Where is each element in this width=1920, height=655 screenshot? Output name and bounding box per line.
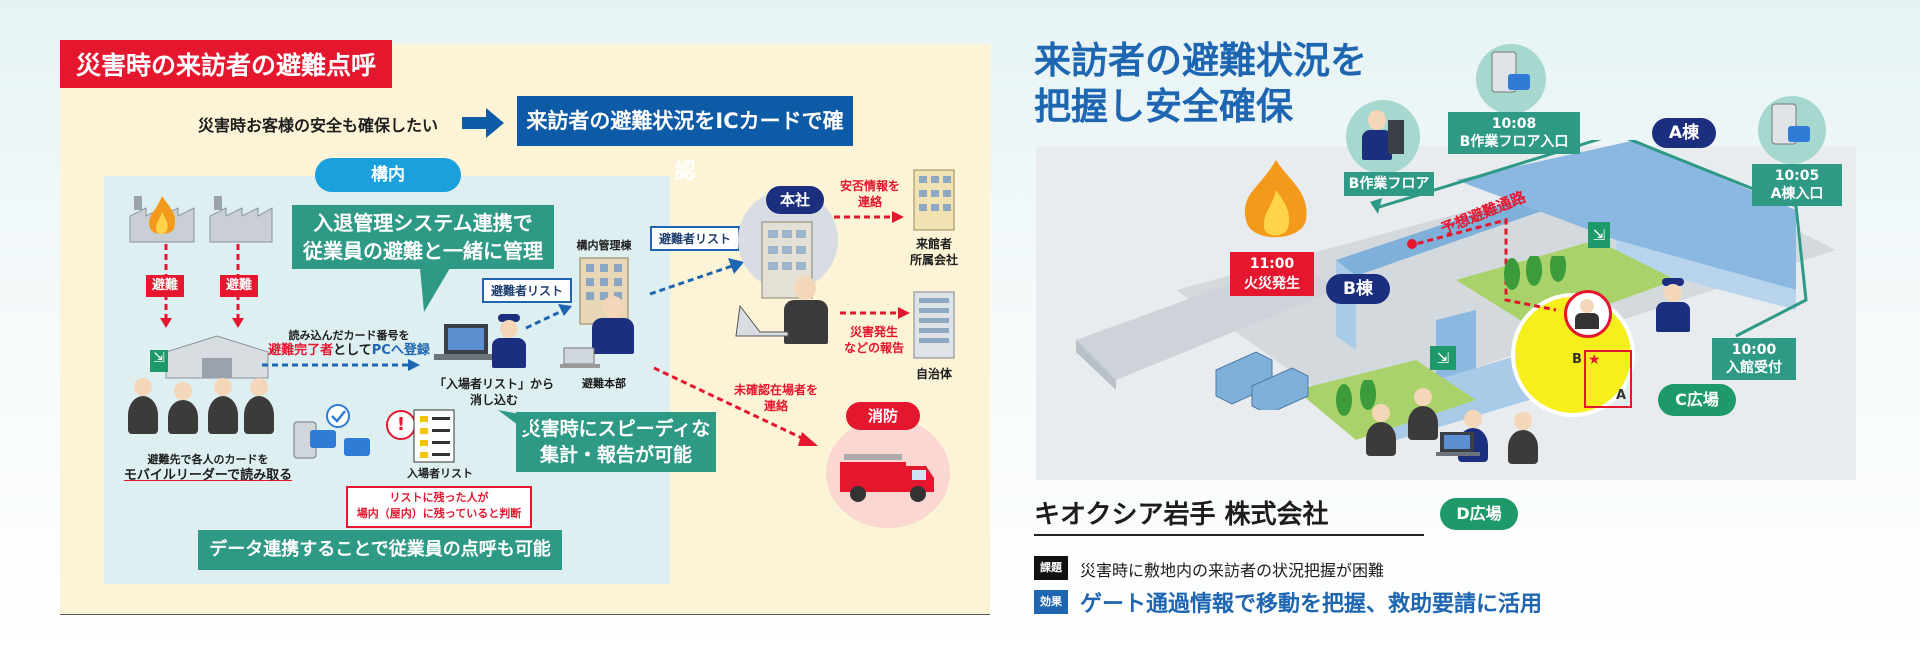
unconfirmed-arrow xyxy=(653,366,818,446)
laptop-icon xyxy=(434,324,498,360)
entrant-list-label: 入場者リスト xyxy=(407,467,473,480)
card-reader-icon-3 xyxy=(1771,103,1810,145)
building-a-label: A棟 xyxy=(1652,118,1716,148)
speedy-callout: 災害時にスピーディな 集計・報告が可能 xyxy=(516,412,716,472)
campus-map xyxy=(1036,140,1856,480)
effect-text: ゲート通過情報で移動を把握、救助要請に活用 xyxy=(1080,592,1543,617)
read-card-caption-2: モバイルリーダーで読み取る xyxy=(123,468,293,483)
company-name: キオクシア岩手 株式会社 xyxy=(1034,500,1329,530)
fire-dept-label: 消防 xyxy=(846,402,920,430)
fire-truck-icon xyxy=(840,454,934,502)
exit-sign-icon: ⇲ xyxy=(150,350,168,372)
fire-label: 11:00 火災発生 xyxy=(1230,252,1314,296)
issue-text: 災害時に敷地内の来訪者の状況把握が困難 xyxy=(1080,561,1385,580)
worker-pc-icon xyxy=(1362,110,1406,164)
unconfirmed-2: 連絡 xyxy=(763,399,788,413)
effect-tag: 効果 xyxy=(1034,590,1068,614)
evacuee-group xyxy=(128,378,278,438)
list-erase-2: 消し込む xyxy=(469,393,518,407)
head-office-label: 本社 xyxy=(766,186,824,214)
evac-arrows xyxy=(160,244,244,328)
right-headline: 来訪者の避難状況を 把握し安全確保 xyxy=(1034,39,1367,128)
visitor-company-2: 所属会社 xyxy=(909,253,958,267)
register-arrow xyxy=(262,359,420,371)
reception-label: 10:00 入館受付 xyxy=(1712,338,1796,380)
report-arrow xyxy=(840,307,910,319)
tree-icon xyxy=(1504,256,1566,290)
plaza-c-label: C広場 xyxy=(1658,384,1736,416)
municipality-building-icon xyxy=(913,291,955,359)
bubble-b-floor-label: B作業フロア xyxy=(1344,172,1434,196)
building-b-label: B棟 xyxy=(1326,274,1390,304)
fire-icon-big xyxy=(1244,160,1307,238)
warehouse-icon xyxy=(165,335,269,379)
left-title: 災害時の来訪者の避難点呼 xyxy=(60,40,393,88)
visitor-company-building-icon xyxy=(913,169,955,231)
evacuee-list-label-1: 避難者リスト xyxy=(482,278,573,303)
area-map: B ★ A xyxy=(1572,350,1632,408)
head-office-building-icon xyxy=(761,221,813,299)
arrow-right-icon xyxy=(462,108,504,138)
company-underline xyxy=(1034,534,1424,536)
evac-hq-label: 避難本部 xyxy=(582,377,626,390)
register-text-2: 避難完了者としてPCへ登録 xyxy=(268,343,430,358)
zone-label: 構内 xyxy=(315,158,461,192)
exit-sign-icon-3: ⇲ xyxy=(1430,346,1456,370)
fire-icon xyxy=(149,196,176,235)
municipality-label: 自治体 xyxy=(915,367,952,381)
list-to-hq-arrow xyxy=(525,304,572,330)
evac-label-1: 避難 xyxy=(146,275,184,297)
plaza-laptop-icon xyxy=(1436,432,1480,456)
read-card-caption-1: 避難先で各人のカードを xyxy=(147,453,269,466)
hq-laptop-icon xyxy=(560,347,600,368)
bubble-b-entrance-label: 10:08 B作業フロア入口 xyxy=(1448,112,1580,154)
office-worker-icon xyxy=(780,276,834,352)
unconfirmed-1: 未確認在場者を xyxy=(733,383,818,397)
tree-icon-2 xyxy=(1336,380,1376,416)
hq-to-office-arrow xyxy=(649,258,744,296)
list-erase-1: 「入場者リスト」から xyxy=(433,377,554,391)
exit-sign-icon-2: ⇲ xyxy=(1588,222,1610,248)
plaza-d-label: D広場 xyxy=(1440,498,1518,530)
evacuee-list-label-2: 避難者リスト xyxy=(650,226,741,251)
lead-box: 来訪者の避難状況をICカードで確認 xyxy=(517,96,853,183)
disaster-report-2: などの報告 xyxy=(843,341,904,355)
reception-staff-icon xyxy=(1656,278,1692,338)
callout-tail xyxy=(420,268,450,312)
lead-text: 災害時お客様の安全も確保したい xyxy=(198,116,439,135)
remaining-box: リストに残った人が 場内（屋内）に残っていると判断 xyxy=(346,486,532,528)
safety-arrow xyxy=(834,211,904,223)
speedy-tail xyxy=(498,410,530,434)
visitor-company-1: 来館者 xyxy=(915,237,952,251)
safety-info-2: 連絡 xyxy=(857,195,882,209)
star-icon: ★ xyxy=(1588,352,1601,368)
bubble-a-entrance-label: 10:05 A棟入口 xyxy=(1752,164,1842,206)
checklist-icon xyxy=(413,409,455,463)
register-text-1: 読み込んだカード番号を xyxy=(288,329,410,342)
office-laptop-icon xyxy=(735,304,789,337)
staff-person-icon xyxy=(492,314,526,370)
visitor-highlight xyxy=(1564,290,1612,338)
hq-building-label: 構内管理棟 xyxy=(576,239,632,252)
plaza-d-people xyxy=(1362,384,1562,474)
data-link-band: データ連携することで従業員の点呼も可能 xyxy=(198,530,562,570)
evac-hq-person-icon xyxy=(590,296,636,366)
truck-icon xyxy=(1215,351,1309,410)
card-reader-icon-2 xyxy=(1491,51,1530,93)
mgmt-callout: 入退管理システム連携で 従業員の避難と一緒に管理 xyxy=(292,205,554,269)
card-reader-icon xyxy=(293,404,370,459)
safety-info-1: 安否情報を xyxy=(839,179,900,193)
issue-tag: 課題 xyxy=(1034,556,1068,580)
evac-label-2: 避難 xyxy=(220,275,258,297)
disaster-report-1: 災害発生 xyxy=(849,325,898,339)
